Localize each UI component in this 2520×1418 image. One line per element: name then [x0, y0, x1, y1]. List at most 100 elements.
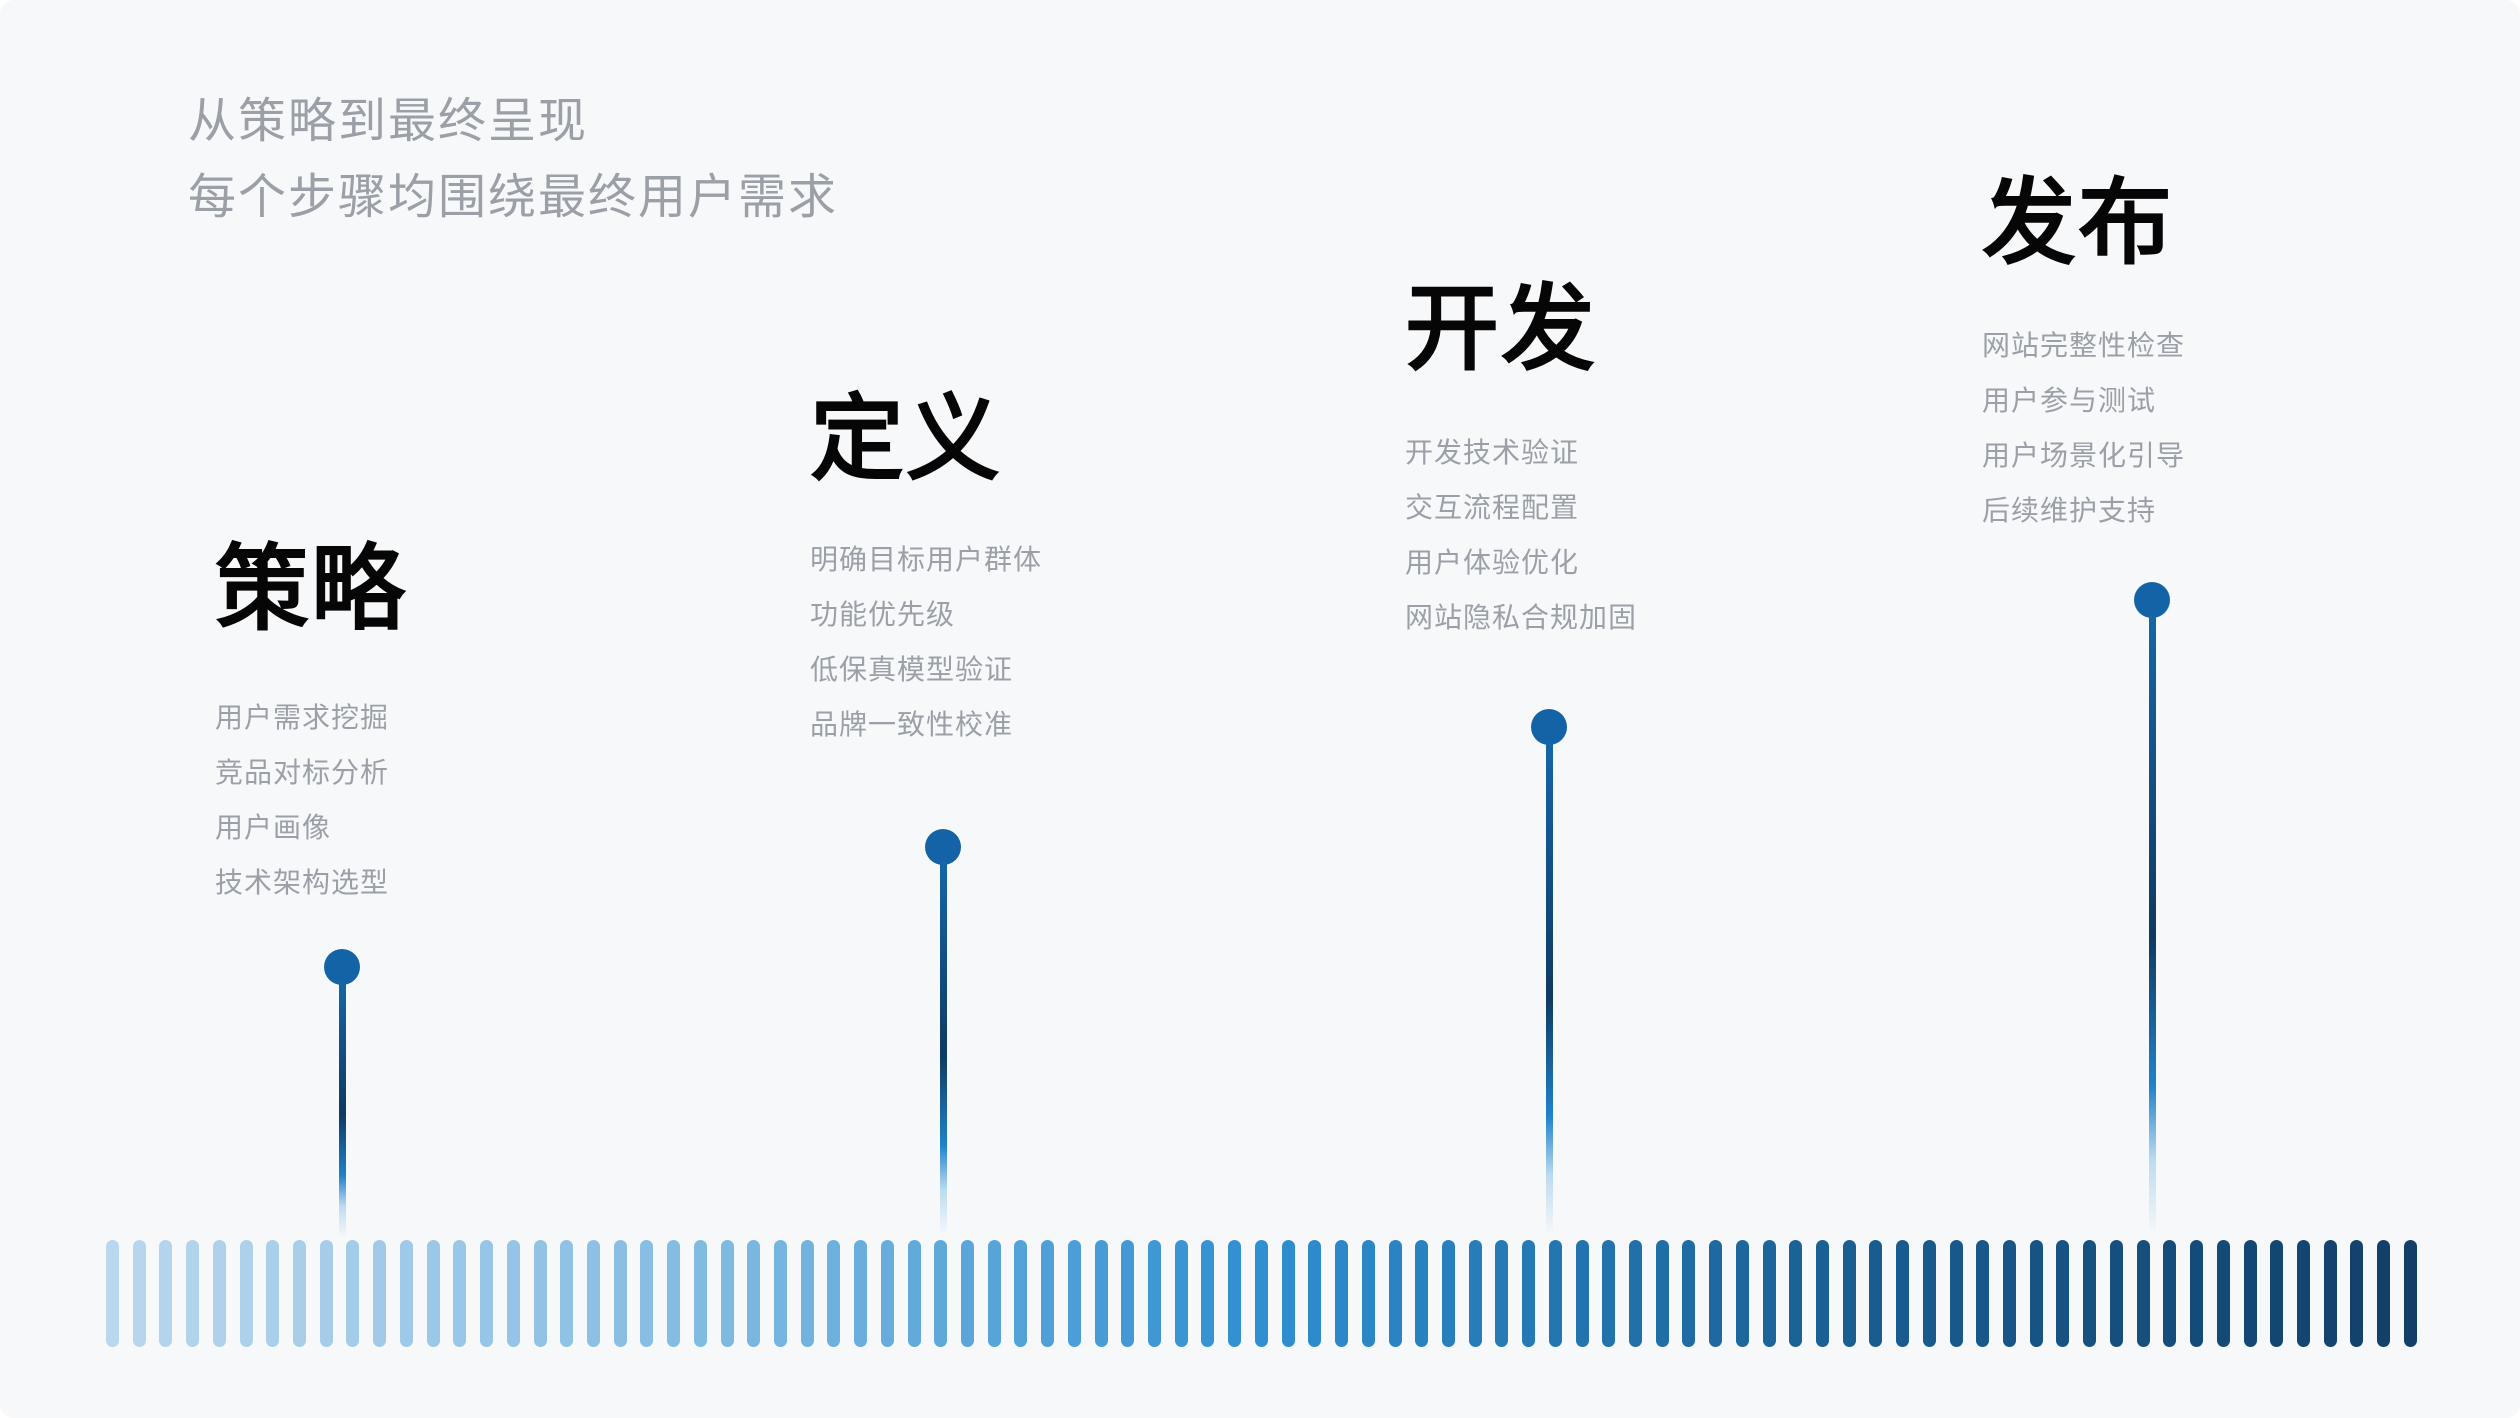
pin-stem	[338, 981, 346, 1237]
timeline-bar	[1094, 1240, 1108, 1347]
timeline-bar	[1228, 1240, 1242, 1347]
timeline-bar	[1709, 1240, 1723, 1347]
timeline-bar	[1308, 1240, 1322, 1347]
milestone-item: 品牌一致性校准	[810, 709, 1014, 740]
timeline-bar	[1548, 1240, 1562, 1347]
timeline-bar	[1254, 1240, 1268, 1347]
milestone-title: 策略	[215, 536, 408, 641]
timeline-bar	[640, 1240, 654, 1347]
timeline-bar	[159, 1240, 173, 1347]
pin-stem	[939, 861, 947, 1235]
timeline-bar	[1575, 1240, 1589, 1347]
timeline-bar	[1682, 1240, 1696, 1347]
milestone-title: 定义	[810, 386, 1003, 491]
timeline-bar	[1148, 1240, 1162, 1347]
timeline-bar	[1014, 1240, 1028, 1347]
milestone-pin-develop	[1531, 709, 1567, 1235]
subtitle-line-1: 从策略到最终呈现	[188, 95, 589, 148]
timeline-bar	[1789, 1240, 1803, 1347]
timeline-bar	[2270, 1240, 2284, 1347]
timeline-bar	[506, 1240, 520, 1347]
timeline-bar	[266, 1240, 280, 1347]
timeline-bar	[1361, 1240, 1375, 1347]
milestone-launch: 发布 网站完整性检查 用户参与测试 用户场景化引导 后续维护支持	[1982, 170, 2184, 526]
timeline-bar	[773, 1240, 787, 1347]
subtitle-line-2: 每个步骤均围绕最终用户需求	[188, 171, 839, 224]
pin-dot-icon	[1531, 709, 1567, 745]
timeline-bar	[346, 1240, 360, 1347]
timeline-bar	[667, 1240, 681, 1347]
milestone-define: 定义 明确目标用户群体 功能优先级 低保真模型验证 品牌一致性校准	[810, 386, 1041, 740]
timeline-bar	[1735, 1240, 1749, 1347]
timeline-bar	[2056, 1240, 2070, 1347]
timeline-bar	[2323, 1240, 2337, 1347]
milestone-item: 用户体验优化	[1405, 547, 1580, 578]
timeline-bar	[2190, 1240, 2204, 1347]
timeline-gradient-bars	[106, 1240, 2418, 1347]
timeline-bar	[720, 1240, 734, 1347]
timeline-bar	[1067, 1240, 1081, 1347]
milestone-pin-define	[925, 829, 961, 1235]
timeline-bar	[212, 1240, 226, 1347]
milestone-item: 交互流程配置	[1405, 492, 1580, 523]
milestone-item: 用户画像	[215, 812, 332, 843]
pin-stem	[1545, 741, 1553, 1235]
timeline-bar	[1388, 1240, 1402, 1347]
timeline-bar	[1976, 1240, 1990, 1347]
timeline-bar	[1842, 1240, 1856, 1347]
timeline-bar	[693, 1240, 707, 1347]
timeline-bar	[106, 1240, 119, 1347]
timeline-bar	[2243, 1240, 2257, 1347]
milestone-item-list: 明确目标用户群体 功能优先级 低保真模型验证 品牌一致性校准	[810, 545, 1042, 765]
milestone-develop: 开发 开发技术验证 交互流程配置 用户体验优化 网站隐私合规加固	[1405, 276, 1636, 633]
timeline-bar	[613, 1240, 627, 1347]
timeline-bar	[453, 1240, 467, 1347]
timeline-bar	[1922, 1240, 1936, 1347]
pin-dot-icon	[324, 949, 360, 985]
timeline-bar	[426, 1240, 440, 1347]
milestone-title: 发布	[1982, 170, 2175, 275]
timeline-bar	[533, 1240, 547, 1347]
timeline-bar	[1869, 1240, 1883, 1347]
timeline-bar	[854, 1240, 868, 1347]
timeline-bar	[1335, 1240, 1349, 1347]
milestone-title: 开发	[1405, 276, 1598, 381]
timeline-bar	[800, 1240, 814, 1347]
milestone-item: 后续维护支持	[1982, 495, 2157, 526]
timeline-bar	[880, 1240, 894, 1347]
timeline-bar	[186, 1240, 200, 1347]
milestone-item: 网站完整性检查	[1982, 330, 2186, 361]
timeline-bar	[2350, 1240, 2364, 1347]
timeline-bar	[293, 1240, 307, 1347]
milestone-item-list: 用户需求挖掘 竞品对标分析 用户画像 技术架构选型	[215, 703, 389, 923]
timeline-bar	[2296, 1240, 2310, 1347]
milestone-item: 明确目标用户群体	[810, 544, 1043, 575]
milestone-item: 用户场景化引导	[1982, 440, 2186, 471]
timeline-bar	[319, 1240, 333, 1347]
milestone-pin-strategy	[324, 949, 360, 1237]
timeline-bar	[2003, 1240, 2017, 1347]
subtitle: 从策略到最终呈现 每个步骤均围绕最终用户需求	[188, 84, 838, 236]
timeline-bar	[560, 1240, 574, 1347]
timeline-bar	[1655, 1240, 1669, 1347]
milestone-item-list: 开发技术验证 交互流程配置 用户体验优化 网站隐私合规加固	[1405, 438, 1637, 658]
timeline-bar	[1602, 1240, 1616, 1347]
timeline-bar	[1628, 1240, 1642, 1347]
timeline-bar	[961, 1240, 974, 1347]
timeline-bar	[2403, 1240, 2417, 1347]
timeline-bar	[480, 1240, 494, 1347]
milestone-item: 技术架构选型	[215, 867, 390, 898]
timeline-bar	[1415, 1240, 1429, 1347]
timeline-bar	[2216, 1240, 2230, 1347]
pin-dot-icon	[925, 829, 961, 865]
milestone-item: 用户需求挖掘	[215, 702, 390, 733]
timeline-bar	[399, 1240, 413, 1347]
timeline-bar	[2163, 1240, 2177, 1347]
milestone-strategy: 策略 用户需求挖掘 竞品对标分析 用户画像 技术架构选型	[215, 536, 408, 898]
milestone-item: 开发技术验证	[1405, 437, 1580, 468]
timeline-bar	[1441, 1240, 1455, 1347]
pin-dot-icon	[2134, 582, 2170, 618]
timeline-bar	[1495, 1240, 1509, 1347]
timeline-bar	[1468, 1240, 1482, 1347]
